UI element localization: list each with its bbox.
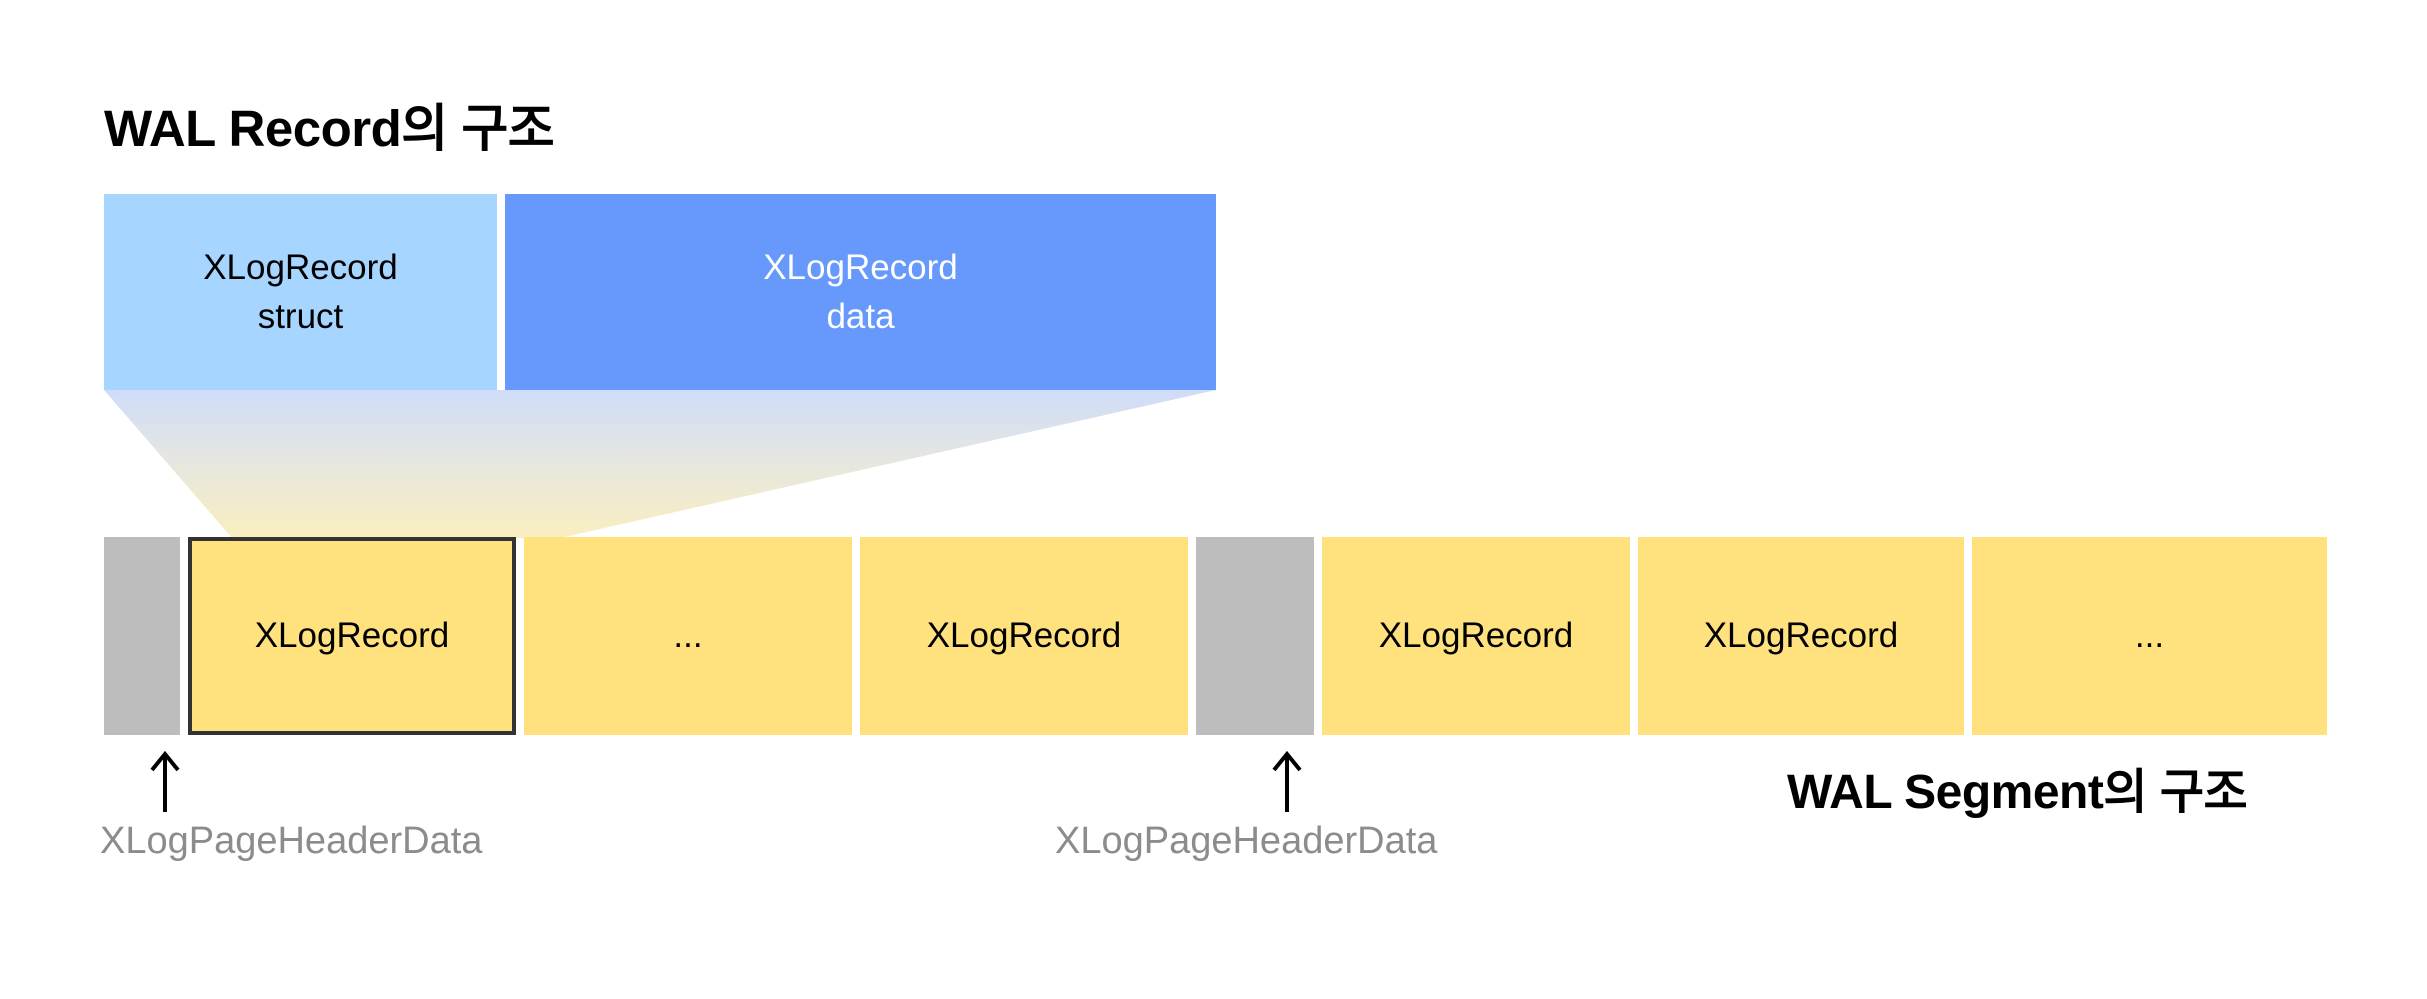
segment-cell-page-header-2 — [1196, 537, 1314, 735]
wal-segment-row: XLogRecord ... XLogRecord XLogRecord XLo… — [104, 537, 2327, 735]
wal-record-cell-struct-line1: XLogRecord — [203, 248, 398, 287]
segment-cell-xlogrecord-2: XLogRecord — [860, 537, 1188, 735]
up-arrow-icon — [150, 750, 180, 812]
segment-cell-xlogrecord-highlighted: XLogRecord — [188, 537, 516, 735]
segment-cell-label: XLogRecord — [1378, 616, 1574, 655]
page-title-wal-record: WAL Record의 구조 — [104, 100, 555, 157]
wal-record-cell-data-line2: data — [826, 297, 895, 336]
segment-cell-xlogrecord-3: XLogRecord — [1322, 537, 1630, 735]
up-arrow-icon — [1272, 750, 1302, 812]
annotation-caption-page-header-1: XLogPageHeaderData — [100, 820, 483, 862]
segment-cell-label: ... — [673, 616, 703, 655]
segment-cell-label: XLogRecord — [254, 616, 450, 655]
segment-cell-label: ... — [2134, 616, 2165, 655]
wal-record-bar: XLogRecord struct XLogRecord data — [104, 194, 1216, 390]
segment-cell-ellipsis-1: ... — [524, 537, 852, 735]
wal-record-cell-struct-line2: struct — [257, 297, 344, 336]
page-title-wal-segment: WAL Segment의 구조 — [1787, 766, 2248, 819]
segment-cell-page-header-1 — [104, 537, 180, 735]
wal-record-cell-data: XLogRecord data — [505, 194, 1216, 390]
segment-cell-label: XLogRecord — [1703, 616, 1899, 655]
segment-cell-label: XLogRecord — [926, 616, 1122, 655]
wal-record-cell-struct: XLogRecord struct — [104, 194, 497, 390]
wal-record-cell-data-line1: XLogRecord — [763, 248, 958, 287]
segment-cell-xlogrecord-4: XLogRecord — [1638, 537, 1964, 735]
annotation-caption-page-header-2: XLogPageHeaderData — [1055, 820, 1438, 862]
segment-cell-ellipsis-2: ... — [1972, 537, 2327, 735]
zoom-funnel-connector — [104, 390, 1216, 538]
